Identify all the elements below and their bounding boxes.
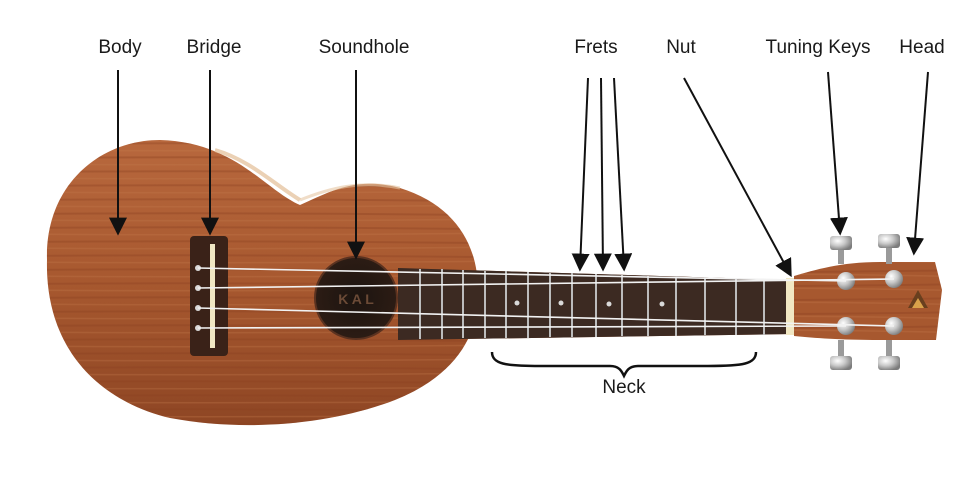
arrow-fret-3 (613, 77, 633, 272)
label-head: Head (899, 37, 945, 58)
svg-text:K A L: K A L (338, 291, 374, 307)
nut (786, 278, 794, 335)
label-body: Body (98, 37, 142, 58)
strings (197, 267, 895, 329)
arrow-fret-1 (571, 77, 590, 272)
label-bridge: Bridge (186, 37, 242, 58)
bridge (190, 236, 228, 356)
neck-brace (490, 351, 758, 379)
label-arrows (109, 70, 929, 278)
arrow-tuning-keys (827, 71, 848, 236)
soundhole: K A L (314, 256, 398, 340)
label-soundhole: Soundhole (318, 37, 410, 58)
arrow-fret-2 (593, 77, 612, 272)
headstock (794, 262, 942, 340)
arrow-nut (683, 77, 792, 278)
label-tuning-keys: Tuning Keys (765, 37, 871, 58)
fret-markers (514, 300, 665, 307)
label-nut: Nut (666, 37, 696, 58)
label-frets: Frets (574, 37, 618, 58)
ukulele-body (46, 140, 479, 426)
kala-logo-icon (908, 290, 928, 308)
arrow-head (906, 71, 929, 256)
label-neck: Neck (602, 377, 646, 398)
